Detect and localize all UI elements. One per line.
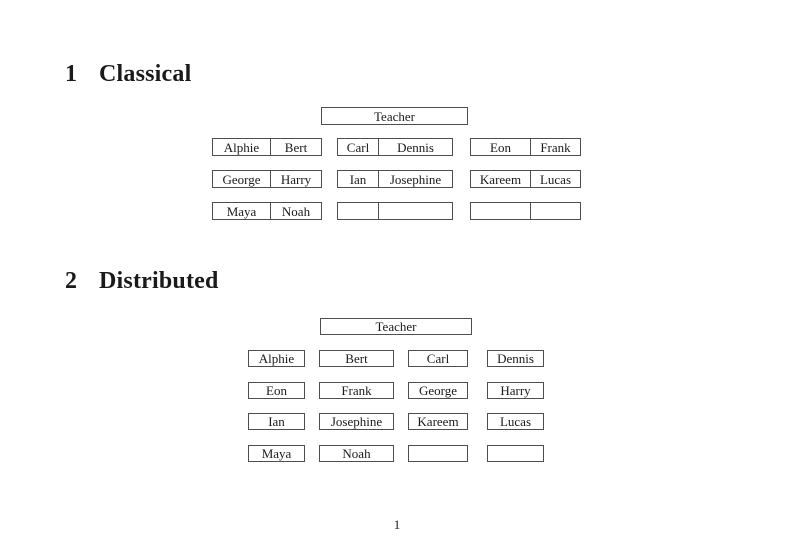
desk-seat: Kareem [471,171,531,187]
desk-seat: George [213,171,271,187]
section-number: 1 [65,61,78,87]
seat: Dennis [487,350,544,367]
seat: Lucas [487,413,544,430]
desk-seat-empty [471,203,531,219]
desk: George Harry [212,170,322,188]
seat: Maya [248,445,305,462]
desk-seat: Eon [471,139,531,155]
desk: Alphie Bert [212,138,322,156]
section-title: Distributed [99,268,219,294]
desk-seat: Ian [338,171,379,187]
seat-empty [487,445,544,462]
seat: Ian [248,413,305,430]
teacher-desk-classical: Teacher [321,107,468,125]
seat: George [408,382,468,399]
desk-seat: Bert [284,139,308,155]
seat: Eon [248,382,305,399]
desk-seat-empty [531,203,580,219]
section-heading-distributed: 2 Distributed [65,268,219,295]
desk: Maya Noah [212,202,322,220]
desk: Carl Dennis [337,138,453,156]
desk-seat: Josephine [389,171,442,187]
desk-seat: Frank [540,139,571,155]
seat: Harry [487,382,544,399]
seat: Frank [319,382,394,399]
desk-seat-empty [338,203,379,219]
desk-seat: Harry [280,171,312,187]
seat: Carl [408,350,468,367]
seat-empty [408,445,468,462]
desk-seat: Alphie [213,139,271,155]
desk-seat: Carl [338,139,379,155]
section-heading-classical: 1 Classical [65,61,191,88]
desk-seat: Dennis [397,139,434,155]
desk-seat: Noah [281,203,311,219]
desk-empty [470,202,581,220]
seat: Kareem [408,413,468,430]
desk-seat-empty [379,203,452,219]
desk-seat: Maya [213,203,271,219]
desk: Ian Josephine [337,170,453,188]
desk-empty [337,202,453,220]
seat: Josephine [319,413,394,430]
desk: Kareem Lucas [470,170,581,188]
desk-seat: Lucas [539,171,572,187]
section-number: 2 [65,268,78,294]
seat: Bert [319,350,394,367]
teacher-desk-distributed: Teacher [320,318,472,335]
section-title: Classical [99,61,192,87]
seat: Alphie [248,350,305,367]
seat: Noah [319,445,394,462]
page-number: 1 [393,517,401,532]
desk: Eon Frank [470,138,581,156]
